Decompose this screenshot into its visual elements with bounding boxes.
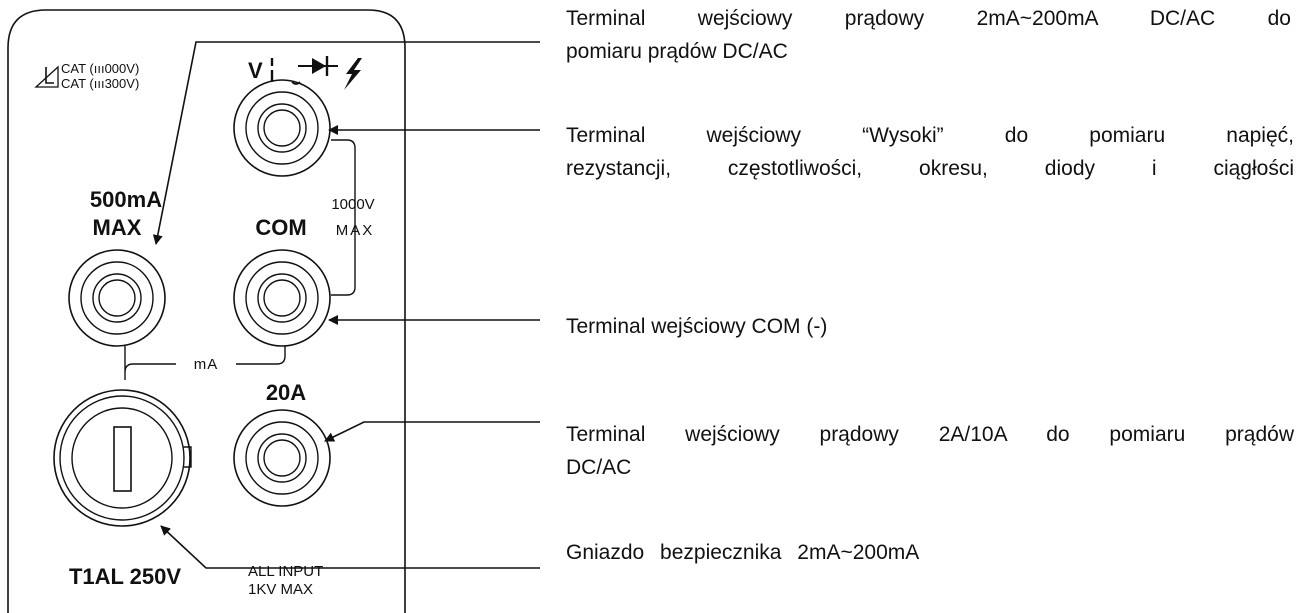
limit-1000v-line2: MAX	[336, 222, 375, 239]
limit-500ma-line1: 500mA	[90, 187, 162, 212]
label-20a: 20A	[266, 380, 306, 405]
description-5-line1: Gniazdo bezpiecznika 2mA~200mA	[566, 541, 920, 564]
callout-leader-5	[160, 525, 540, 569]
description-1-line1: Terminal wejściowy prądowy 2mA~200mA DC/…	[566, 7, 1291, 30]
description-1-line2: pomiaru prądów DC/AC	[566, 40, 788, 63]
ma-input-jack	[68, 249, 166, 347]
callout-leader-1	[152, 41, 540, 245]
ma-label: mA	[194, 356, 219, 373]
limit-1000v-line1: 1000V	[331, 196, 374, 213]
com-input-jack	[233, 249, 331, 347]
ma-connector-bracket	[124, 346, 286, 380]
description-3-line1: Terminal wejściowy COM (-)	[566, 315, 828, 338]
description-4-line1: Terminal wejściowy prądowy 2A/10A do pom…	[566, 423, 1294, 446]
callout-leader-4	[324, 421, 540, 442]
voltage-symbol: V	[248, 58, 263, 83]
all-input-line1: ALL INPUT	[248, 563, 323, 580]
warning-triangle-icon	[34, 65, 59, 88]
meter-panel-outline	[7, 9, 406, 613]
cat-rating-1: CAT (ııı000V)	[61, 61, 139, 76]
description-2-line2: rezystancji, częstotliwości, okresu, dio…	[566, 157, 1294, 180]
20a-input-jack	[233, 409, 331, 507]
description-2-line1: Terminal wejściowy “Wysoki” do pomiaru n…	[566, 124, 1294, 147]
com-label: COM	[255, 215, 306, 240]
diode-icon	[298, 56, 338, 76]
fuse-rating: T1AL 250V	[69, 564, 181, 589]
fuse-holder	[53, 389, 192, 527]
description-4-line2: DC/AC	[566, 456, 632, 479]
voltage-input-jack	[233, 79, 331, 177]
voltage-limit-bracket	[331, 139, 356, 296]
all-input-line2: 1KV MAX	[248, 581, 313, 598]
limit-500ma-line2: MAX	[93, 215, 142, 240]
cat-rating-2: CAT (ııı300V)	[61, 76, 139, 91]
lightning-icon	[344, 58, 362, 90]
